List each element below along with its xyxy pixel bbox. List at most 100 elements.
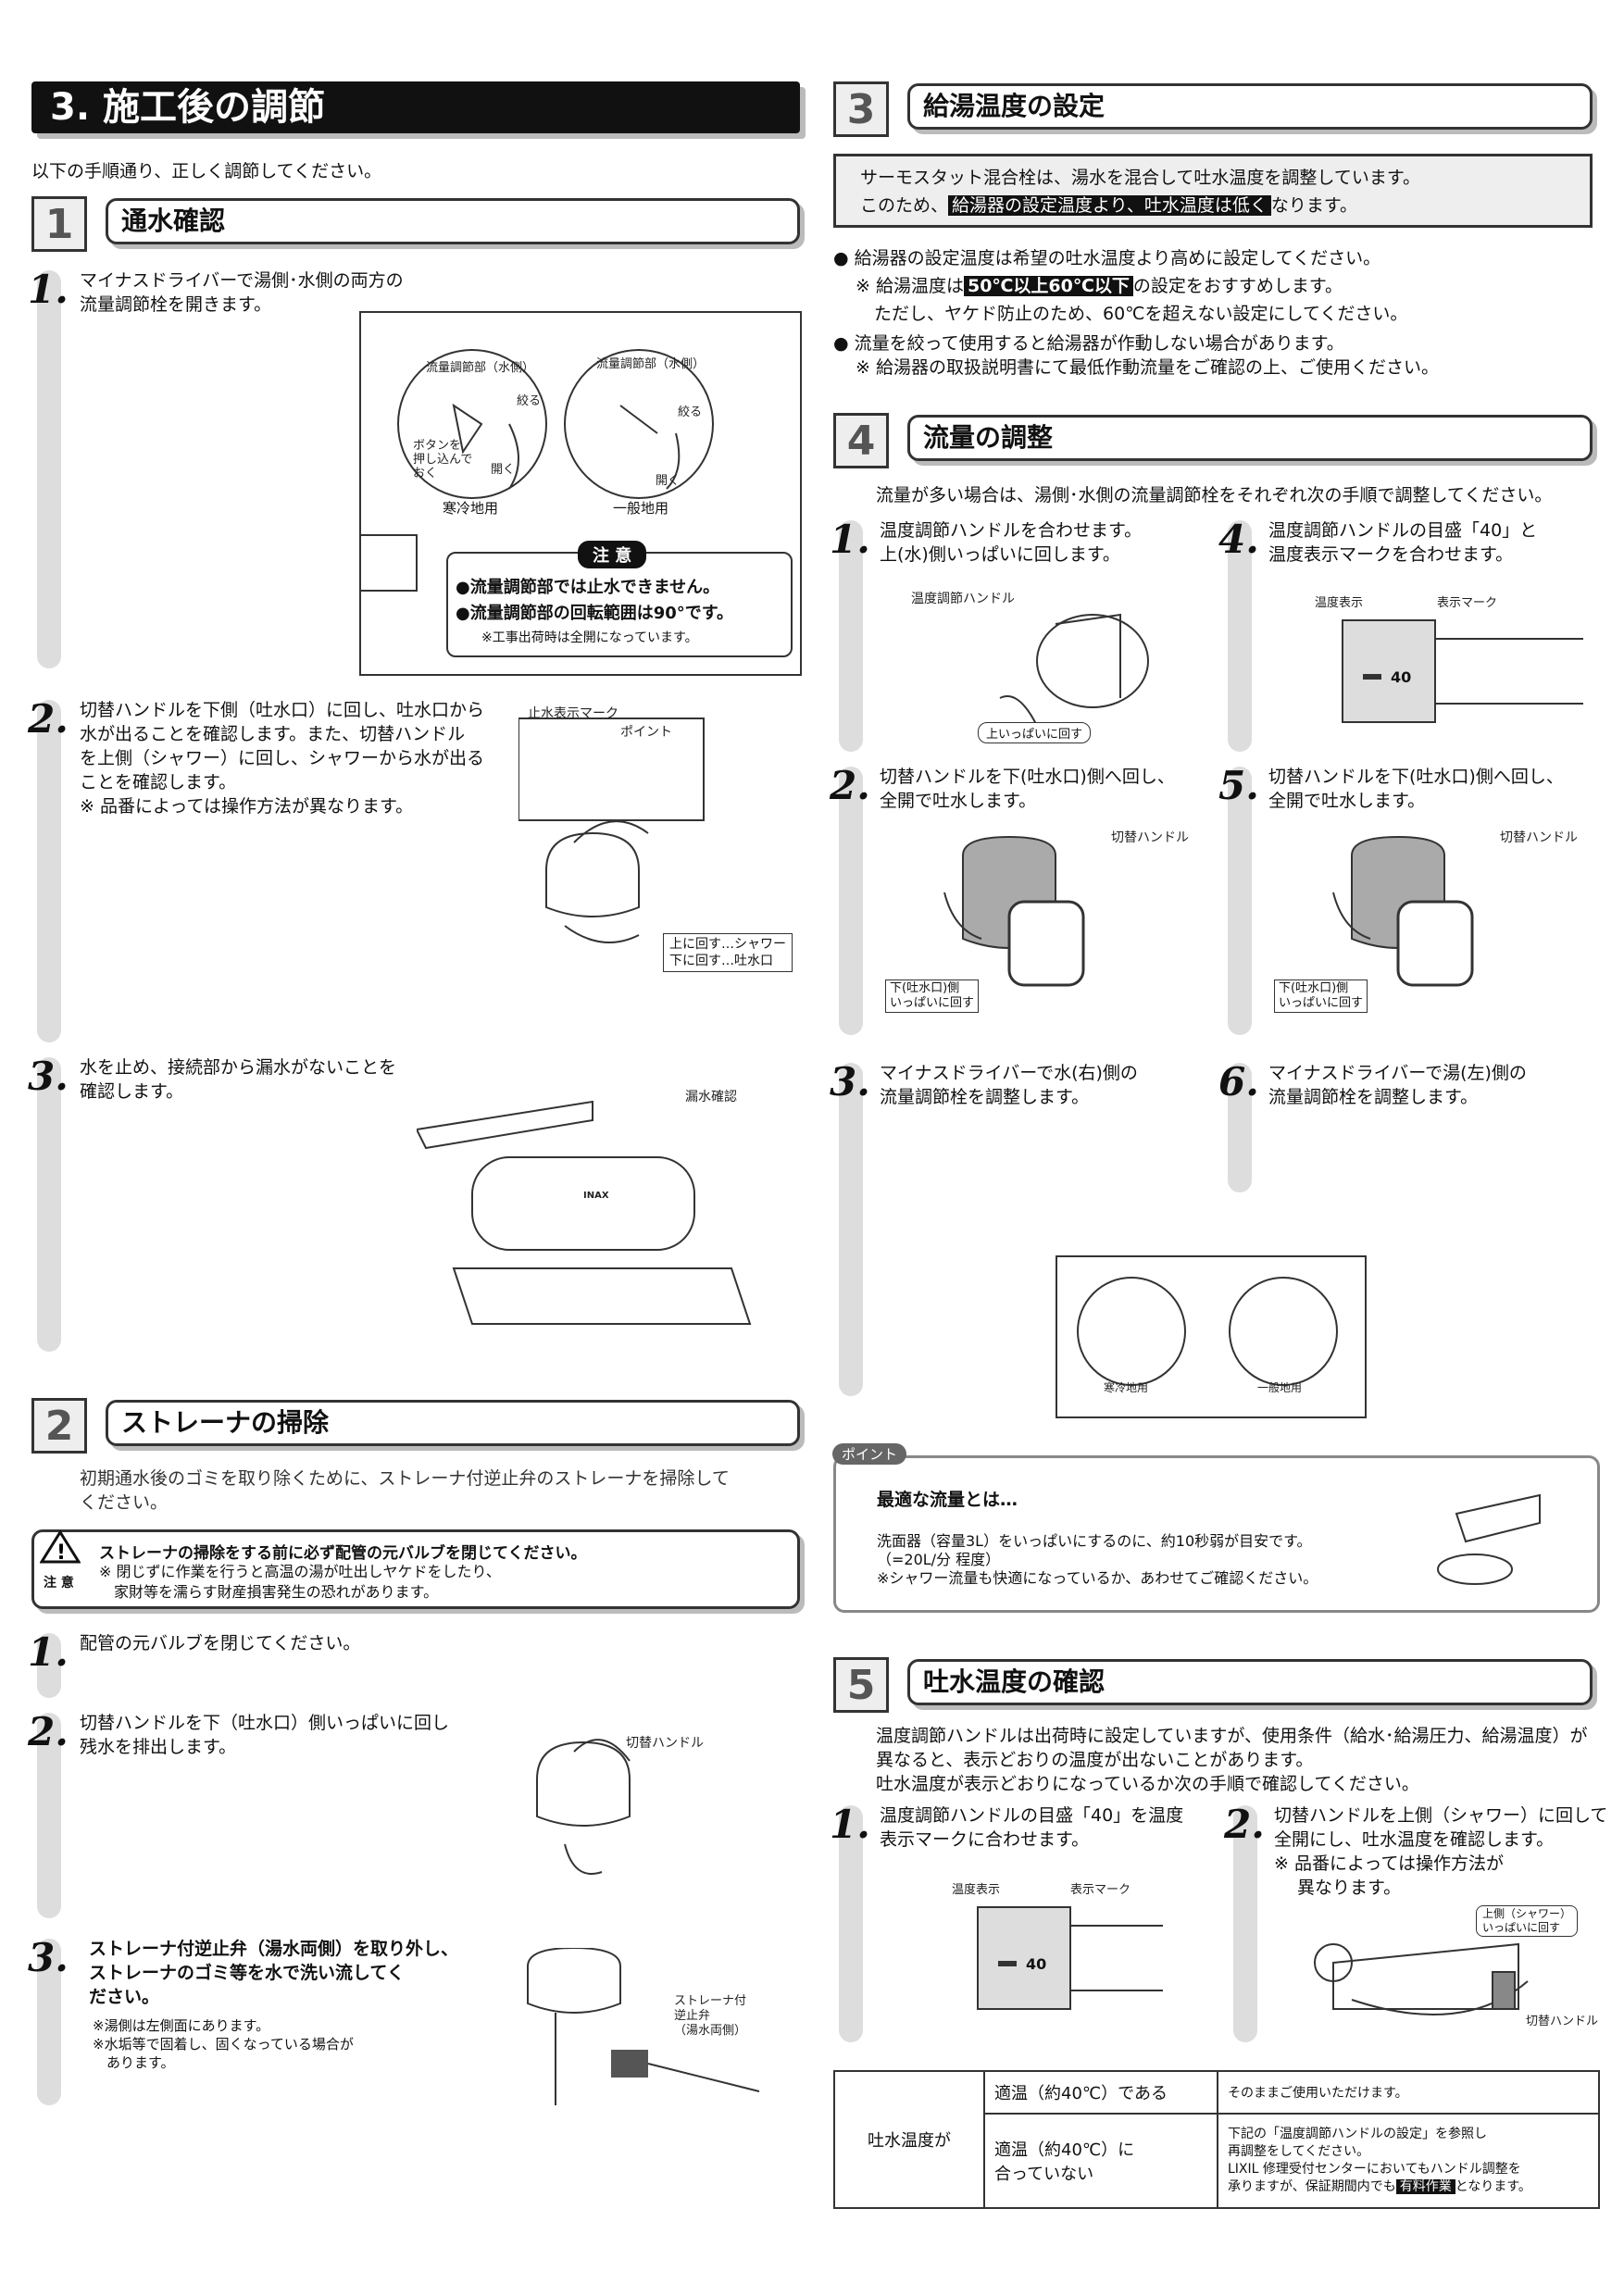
bullet-sub: ※ 給湯器の取扱説明書にて最低作動流量をご確認の上、ご使用ください。: [856, 357, 1439, 378]
section-5-desc: 温度調節ハンドルは出荷時に設定していますが、使用条件（給水･給湯圧力、給湯温度）…: [876, 1726, 1588, 1794]
up-full-label: 上いっぱいに回す: [978, 722, 1092, 743]
point-box: ポイント 最適な流量とは… 洗面器（容量3L）をいっぱいにするのに、約10秒弱が…: [832, 1443, 1600, 1613]
step-text: ストレーナ付逆止弁（湯水両側）を取り外し、 ストレーナのゴミ等を水で洗い流してく…: [89, 1939, 459, 2007]
section-3-title: 給湯温度の設定: [907, 83, 1593, 130]
box-line: サーモスタット混合栓は、湯水を混合して吐水温度を調整しています。: [860, 168, 1420, 188]
figure-leak-check: 漏水確認 INAX: [415, 1074, 787, 1352]
display-mark-label: 表示マーク: [1070, 1883, 1131, 1897]
narrow-label: 絞る: [678, 406, 703, 419]
bullet: ● 給湯器の設定温度は希望の吐水温度より高めに設定してください。: [833, 248, 1381, 268]
table-row: 適温（約40℃）に 合っていない 下記の「温度調節ハンドルの設定」を参照し 再調…: [834, 2113, 1600, 2209]
step-bar: [1233, 1805, 1257, 2042]
section-4-desc: 流量が多い場合は、湯側･水側の流量調節栓をそれぞれ次の手順で調整してください。: [876, 485, 1553, 505]
temp-handle-illustration: [999, 613, 1149, 727]
figure-temp-display: 温度表示 表示マーク 40: [1315, 593, 1593, 731]
figure-switch-down: 切替ハンドル 下(吐水口)側 いっぱいに回す: [1268, 828, 1583, 1022]
highlight-text: 有料作業: [1395, 2179, 1455, 2194]
section-1-number: 1: [31, 196, 87, 252]
leak-check-label: 漏水確認: [685, 1090, 737, 1104]
bullet: ● 流量を絞って使用すると給湯器が作動しない場合があります。: [833, 333, 1344, 354]
figure-temp-display: 温度表示 表示マーク 40: [950, 1879, 1163, 2018]
step-bar: [37, 1713, 61, 1918]
temp-display-illustration: [1342, 619, 1583, 723]
caution-box: 注 意 ●流量調節部では止水できません。 ●流量調節部の回転範囲は90°です。 …: [446, 541, 793, 657]
step-bar: [37, 1939, 61, 2105]
step-bar: [1228, 1063, 1252, 1192]
narrow-label: 絞る: [517, 394, 542, 408]
temp-display-label: 温度表示: [1315, 596, 1364, 610]
step-bar: [839, 767, 863, 1035]
section-5-title: 吐水温度の確認: [907, 1659, 1593, 1705]
step-number: 1.: [830, 517, 870, 562]
bullet-text: の設定をおすすめします。: [1132, 276, 1343, 296]
strainer-label: ストレーナ付 逆止弁 （湯水両側）: [674, 1994, 747, 2038]
step-number: 3.: [830, 1059, 870, 1104]
switch-handle-label: 切替ハンドル: [1500, 830, 1578, 845]
bullet-text: ※ 給湯温度は: [856, 276, 964, 296]
step-bar: [839, 1063, 863, 1396]
figure-flow-adjust-small: 寒冷地用 一般地用: [1056, 1255, 1367, 1418]
section-4-number: 4: [833, 413, 889, 468]
step-number: 1.: [28, 1629, 69, 1675]
highlight-text: 給湯器の設定温度より、吐水温度は低く: [948, 195, 1271, 216]
step-text: 温度調節ハンドルを合わせます。 上(水)側いっぱいに回します。: [880, 520, 1143, 565]
step-text: マイナスドライバーで湯(左)側の 流量調節栓を調整します。: [1268, 1063, 1527, 1107]
step-text: 切替ハンドルを下側（吐水口）に回し、吐水口から 水が出ることを確認します。また、…: [80, 700, 485, 817]
step-number: 4.: [1218, 517, 1259, 562]
step-number: 2.: [830, 763, 870, 808]
step-number: 3.: [28, 1935, 69, 1980]
warning-icon: !: [40, 1530, 81, 1564]
point-tag: ポイント: [832, 1443, 907, 1465]
figure-shower: 上側（シャワー） いっぱいに回す 切替ハンドル: [1278, 1905, 1598, 2046]
section-1-title: 通水確認: [106, 198, 800, 244]
bullet-sub: ただし、ヤケド防止のため、60℃を超えない設定にしてください。: [874, 304, 1408, 324]
section-5-number: 5: [833, 1657, 889, 1713]
step-bar: [839, 1805, 863, 2042]
step-bar: [1228, 767, 1252, 1035]
point-text: 洗面器（容量3L）をいっぱいにするのに、約10秒弱が目安です。 （=20L/分 …: [877, 1532, 1318, 1587]
figure-drain: 切替ハンドル: [518, 1724, 796, 1900]
faucet-illustration: [305, 349, 714, 592]
switch-handle-illustration: [518, 718, 705, 943]
switch-handle-illustration: [943, 835, 1085, 987]
figure-switch-down: 切替ハンドル 下(吐水口)側 いっぱいに回す: [880, 828, 1194, 1022]
step-text: 配管の元バルブを閉じてください。: [80, 1633, 361, 1653]
legend-line: 下に回す…吐水口: [669, 954, 773, 968]
strainer-illustration: [527, 1946, 760, 2105]
section-4-title: 流量の調整: [907, 415, 1593, 461]
open-label: 開く: [491, 463, 516, 477]
step-text: マイナスドライバーで水(右)側の 流量調節栓を調整します。: [880, 1063, 1138, 1107]
thermostat-box: サーモスタット混合栓は、湯水を混合して吐水温度を調整しています。 このため、給湯…: [833, 154, 1593, 228]
flow-label-right: 流量調節部（水側）: [596, 357, 706, 371]
step-text: 切替ハンドルを下(吐水口)側へ回し、 全開で吐水します。: [880, 767, 1175, 811]
down-full-label: 下(吐水口)側 いっぱいに回す: [885, 980, 980, 1013]
step-text: 切替ハンドルを下（吐水口）側いっぱいに回し 残水を排出します。: [80, 1713, 450, 1757]
figure-flow-adjust: 流量調節部（水側） 流量調節部（水側） 絞る 絞る 開く 開く ボタンを 押し込…: [305, 311, 802, 676]
shower-illustration: [1314, 1942, 1529, 2015]
step-bar: [37, 1633, 61, 1698]
button-note: ボタンを 押し込んで おく: [413, 439, 473, 480]
faucet-body-illustration: [415, 1100, 752, 1325]
step-number: 5.: [1218, 763, 1259, 808]
cold-region-label: 寒冷地用: [443, 500, 499, 517]
step-bar: [37, 1057, 61, 1352]
switch-handle-illustration: [536, 1739, 631, 1875]
caution-line: ●流量調節部の回転範囲は90°です。: [456, 604, 733, 623]
temp-display-illustration: [977, 1906, 1163, 2010]
section-2-title: ストレーナの掃除: [106, 1400, 800, 1446]
step-bar: [839, 520, 863, 752]
cold-region-label: 寒冷地用: [1104, 1381, 1149, 1394]
warning-title: ストレーナの掃除をする前に必ず配管の元バルブを閉じてください。: [99, 1544, 587, 1563]
step-text: 切替ハンドルを上側（シャワー）に回して 全開にし、吐水温度を確認します。 ※ 品…: [1274, 1805, 1608, 1898]
temp-handle-label: 温度調節ハンドル: [911, 592, 1015, 606]
table-cell: 適温（約40℃）である: [983, 2070, 1218, 2115]
row-label: 吐水温度が: [833, 2070, 985, 2209]
step-bar: [37, 270, 61, 668]
step-text: 温度調節ハンドルの目盛「40」を温度 表示マークに合わせます。: [880, 1805, 1184, 1850]
intro-text: 以下の手順通り、正しく調節してください。: [31, 161, 382, 181]
flow-adjust-illustration: [1077, 1277, 1338, 1386]
temp-display-label: 温度表示: [952, 1883, 1001, 1897]
step-text: 切替ハンドルを下(吐水口)側へ回し、 全開で吐水します。: [1268, 767, 1564, 811]
legend-line: 上に回す…シャワー: [669, 937, 786, 952]
